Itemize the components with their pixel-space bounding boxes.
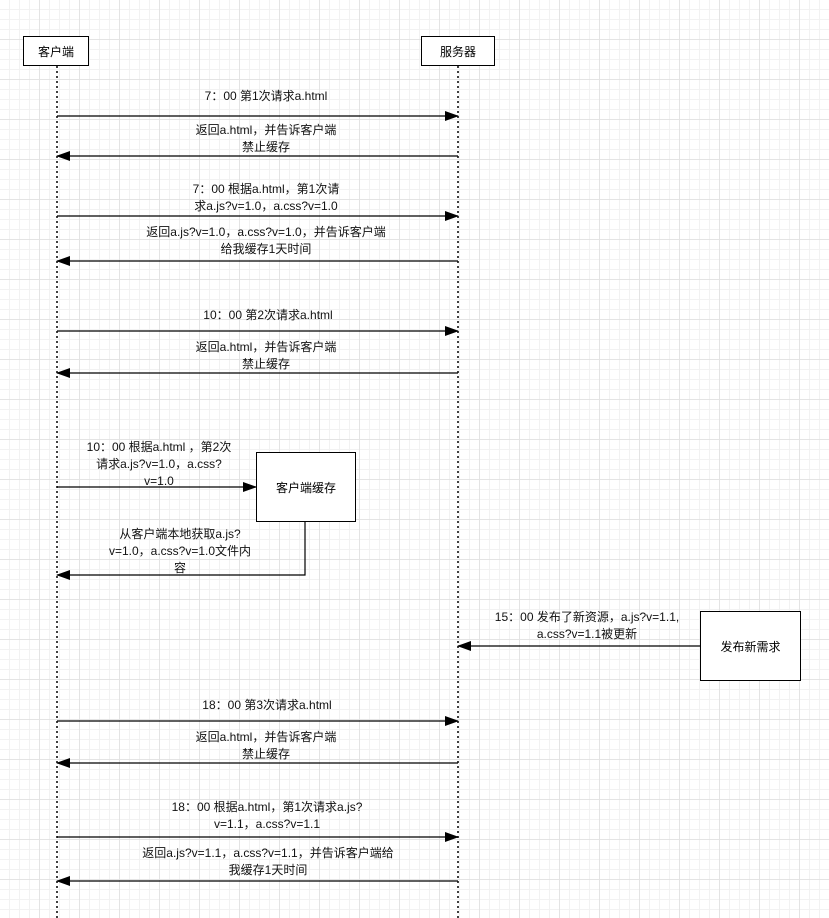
message-label: 返回a.html，并告诉客户端 禁止缓存	[195, 730, 337, 761]
message-label: 10：00 第2次请求a.html	[203, 308, 333, 322]
publish-label: 发布新需求	[720, 639, 781, 654]
participant-server-label: 服务器	[439, 44, 476, 59]
participant-client-label: 客户端	[37, 44, 74, 59]
publish-box: 发布新需求	[700, 611, 801, 681]
message-label: 返回a.js?v=1.1，a.css?v=1.1，并告诉客户端给 我缓存1天时间	[142, 846, 394, 877]
message-label: 返回a.html，并告诉客户端 禁止缓存	[195, 123, 337, 154]
message-label: 18：00 第3次请求a.html	[202, 698, 332, 712]
client-cache-label: 客户端缓存	[275, 480, 336, 495]
message-label: 返回a.js?v=1.0，a.css?v=1.0，并告诉客户端 给我缓存1天时间	[146, 225, 386, 256]
message-label: 7：00 第1次请求a.html	[204, 89, 328, 103]
message-label: 10：00 根据a.html ，第2次 请求a.js?v=1.0，a.css? …	[86, 440, 232, 488]
message-label: 15：00 发布了新资源，a.js?v=1.1, a.css?v=1.1被更新	[494, 610, 680, 641]
message-label: 18：00 根据a.html，第1次请求a.js? v=1.1，a.css?v=…	[171, 800, 363, 831]
participant-client: 客户端	[23, 36, 89, 66]
message-label: 从客户端本地获取a.js? v=1.0，a.css?v=1.0文件内 容	[108, 527, 252, 575]
participant-server: 服务器	[421, 36, 495, 66]
arrow-m8	[56, 522, 306, 580]
client-cache-box: 客户端缓存	[256, 452, 356, 522]
message-label: 7：00 根据a.html，第1次请 求a.js?v=1.0，a.css?v=1…	[192, 182, 340, 213]
message-label: 返回a.html，并告诉客户端 禁止缓存	[195, 340, 337, 371]
